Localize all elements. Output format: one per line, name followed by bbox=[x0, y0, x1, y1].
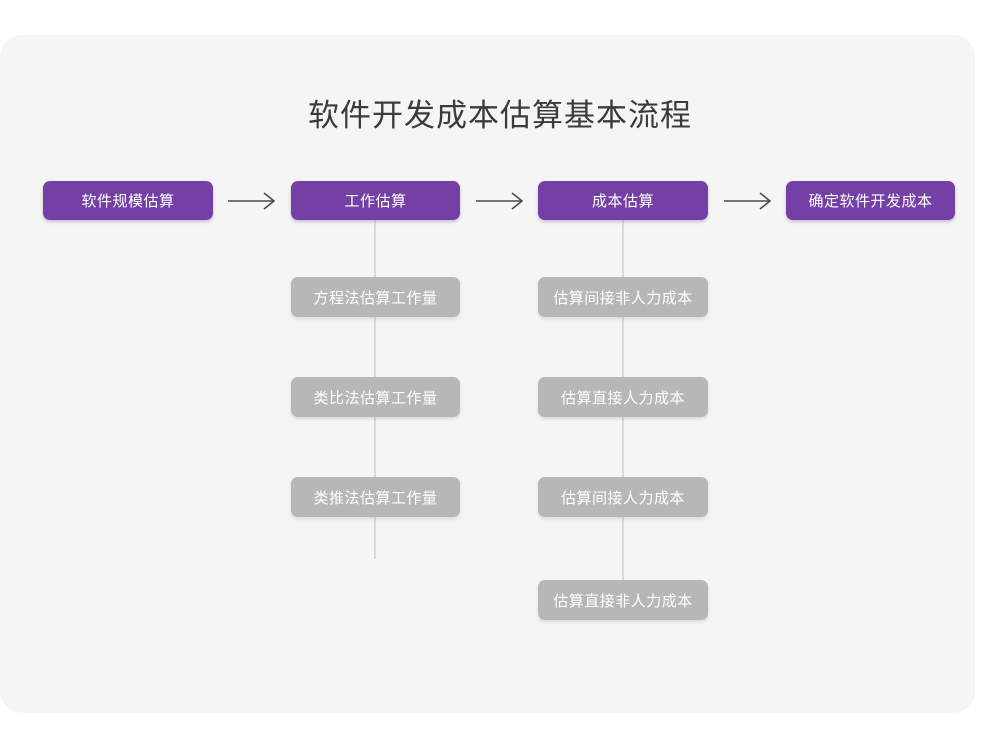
stage-node-effort-estimation[interactable]: 工作估算 bbox=[291, 181, 460, 220]
substep-node-analogy-method-effort[interactable]: 类比法估算工作量 bbox=[291, 377, 460, 417]
arrow-right-icon-2 bbox=[476, 191, 524, 211]
arrow-right-icon-1 bbox=[228, 191, 276, 211]
stage-node-software-scale-estimation[interactable]: 软件规模估算 bbox=[43, 181, 213, 220]
page-title: 软件开发成本估算基本流程 bbox=[308, 98, 692, 133]
stage-node-determine-development-cost[interactable]: 确定软件开发成本 bbox=[786, 181, 955, 220]
substep-node-indirect-labor-cost[interactable]: 估算间接人力成本 bbox=[538, 477, 708, 517]
substep-node-direct-nonlabor-cost[interactable]: 估算直接非人力成本 bbox=[538, 580, 708, 620]
arrow-right-icon-3 bbox=[724, 191, 772, 211]
substep-node-equation-method-effort[interactable]: 方程法估算工作量 bbox=[291, 277, 460, 317]
substep-node-direct-labor-cost[interactable]: 估算直接人力成本 bbox=[538, 377, 708, 417]
stage-node-cost-estimation[interactable]: 成本估算 bbox=[538, 181, 708, 220]
diagram-card bbox=[0, 35, 975, 713]
substep-node-indirect-nonlabor-cost[interactable]: 估算间接非人力成本 bbox=[538, 277, 708, 317]
substep-node-inference-method-effort[interactable]: 类推法估算工作量 bbox=[291, 477, 460, 517]
